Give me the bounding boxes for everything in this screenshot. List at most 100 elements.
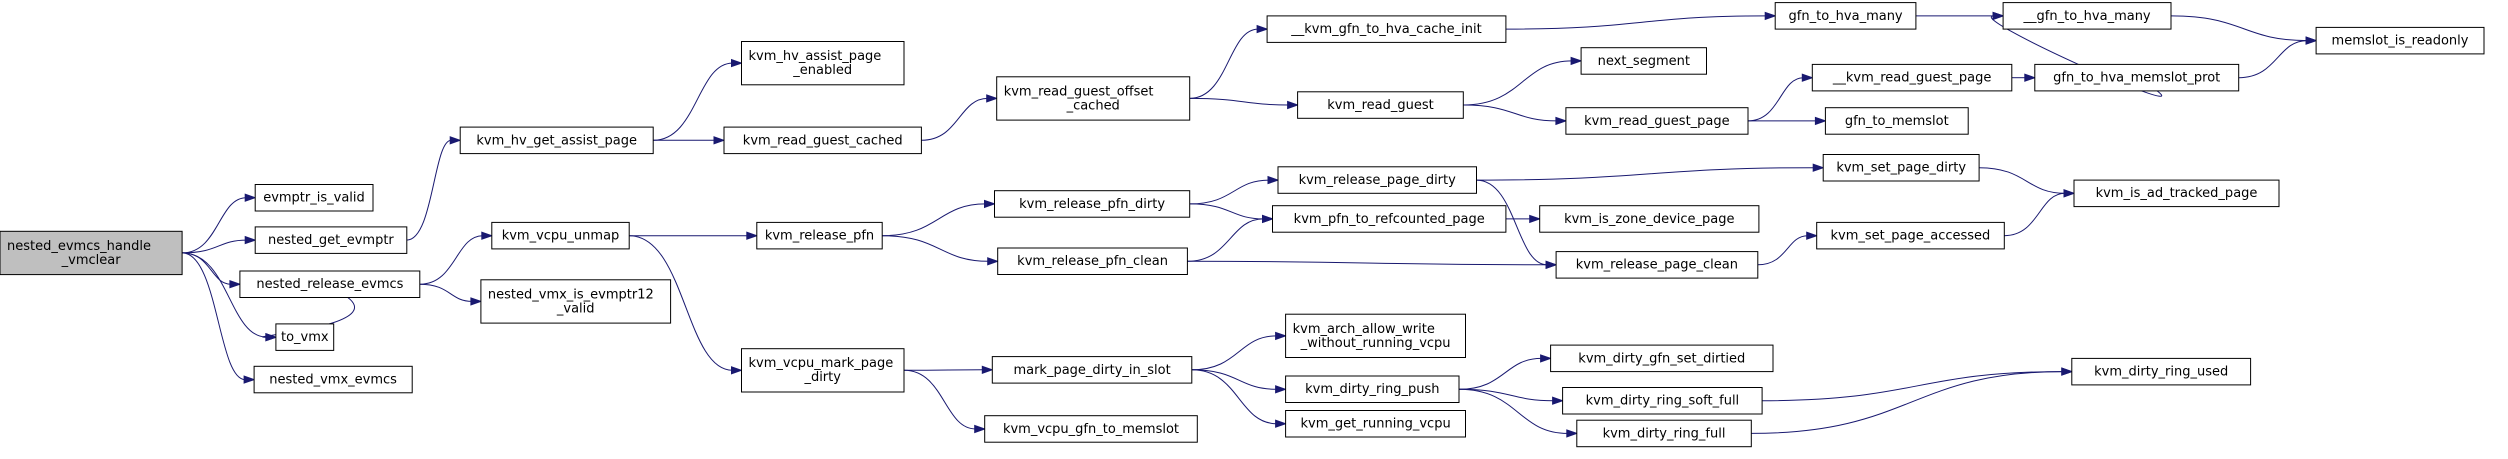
arrowhead: [1552, 396, 1565, 405]
edge-kvm-release-pfn-to-kvm-release-pfn-clean: [882, 235, 1000, 266]
edge-kvm-release-pfn-dirty-to-kvm-pfn-to-refcounted-page: [1189, 203, 1275, 224]
node-box: [1555, 251, 1759, 279]
node-box: [1277, 166, 1477, 194]
node-label: kvm_read_guest_offset: [1004, 84, 1154, 99]
edge-gfn-to-hva-many-to-gfn-to-hva-many: [1915, 11, 2005, 21]
arrowhead: [987, 257, 1000, 266]
node-root[interactable]: nested_evmcs_handle_vmclear: [0, 230, 183, 276]
edge-line: [1189, 28, 1259, 99]
node-evmptr-is-valid[interactable]: evmptr_is_valid: [254, 184, 374, 212]
edge-line: [653, 62, 733, 141]
edge-mark-page-dirty-in-slot-to-kvm-get-running-vcpu: [1191, 369, 1288, 428]
node-gfn-to-hva-many[interactable]: __gfn_to_hva_many: [2002, 2, 2172, 30]
node-kvm-release-page-dirty[interactable]: kvm_release_page_dirty: [1277, 166, 1477, 194]
node-kvm-is-zone-device-page[interactable]: kvm_is_zone_device_page: [1539, 205, 1760, 233]
edge-root-to-evmptr-is-valid: [182, 193, 257, 254]
arrowhead: [1275, 385, 1288, 394]
node-box: [1285, 313, 1466, 359]
node-label: _dirty: [803, 370, 841, 385]
arrowhead: [470, 297, 483, 306]
node-kvm-pfn-to-refcounted-page[interactable]: kvm_pfn_to_refcounted_page: [1272, 205, 1507, 233]
node-label: kvm_release_pfn_clean: [1017, 254, 1168, 269]
node-label: kvm_read_guest: [1327, 98, 1434, 113]
node-kvm-read-guest[interactable]: kvm_read_guest: [1297, 91, 1464, 119]
edge-kvm-release-page-dirty-to-kvm-set-page-dirty: [1476, 163, 1825, 181]
node-kvm-hv-assist-page-enabled[interactable]: kvm_hv_assist_page_enabled: [741, 41, 905, 86]
edge-line: [406, 139, 452, 241]
arrowhead: [1275, 331, 1288, 341]
node-nested-vmx-evmcs[interactable]: nested_vmx_evmcs: [253, 365, 413, 394]
node-box: [1297, 91, 1464, 119]
node-box: [253, 365, 413, 394]
node-label: gfn_to_memslot: [1845, 114, 1949, 129]
node-memslot-is-readonly[interactable]: memslot_is_readonly: [2315, 26, 2485, 55]
node-kvm-dirty-gfn-set-dirtied[interactable]: kvm_dirty_gfn_set_dirtied: [1550, 344, 1774, 373]
node-box: [491, 221, 630, 250]
node-gfn-to-hva-memslot-prot[interactable]: gfn_to_hva_memslot_prot: [2034, 63, 2240, 92]
node-next-segment[interactable]: next_segment: [1580, 47, 1707, 75]
node-nested-get-evmptr[interactable]: nested_get_evmptr: [254, 226, 408, 254]
node-box: [1550, 344, 1774, 373]
edge-kvm-read-guest-cached-to-kvm-read-guest-offset-cached: [921, 94, 999, 141]
node-kvm-set-page-accessed[interactable]: kvm_set_page_accessed: [1816, 221, 2005, 250]
node-label: kvm_release_pfn: [765, 229, 874, 244]
node-kvm-dirty-ring-push[interactable]: kvm_dirty_ring_push: [1285, 375, 1460, 403]
node-box: [1811, 63, 2013, 92]
node-gfn-to-hva-many[interactable]: gfn_to_hva_many: [1774, 2, 1917, 30]
edge-line: [182, 197, 247, 254]
node-kvm-dirty-ring-soft-full[interactable]: kvm_dirty_ring_soft_full: [1562, 387, 1763, 415]
arrowhead: [1529, 214, 1542, 224]
edge-line: [903, 369, 984, 371]
edge-kvm-release-pfn-clean-to-kvm-release-page-clean: [1187, 260, 1558, 270]
node-box: [1816, 221, 2005, 250]
node-box: [1562, 387, 1763, 415]
node-kvm-release-pfn[interactable]: kvm_release_pfn: [756, 221, 883, 250]
node-kvm-release-pfn-dirty[interactable]: kvm_release_pfn_dirty: [994, 190, 1191, 218]
node-kvm-hv-get-assist-page[interactable]: kvm_hv_get_assist_page: [459, 126, 654, 155]
node-kvm-release-page-clean[interactable]: kvm_release_page_clean: [1555, 251, 1759, 279]
edge-line: [1191, 369, 1277, 425]
node-kvm-dirty-ring-used[interactable]: kvm_dirty_ring_used: [2071, 357, 2252, 386]
node-kvm-read-guest-page[interactable]: __kvm_read_guest_page: [1811, 63, 2013, 92]
edge-root-to-nested-release-evmcs: [182, 252, 242, 289]
arrowhead: [1540, 354, 1553, 363]
node-kvm-vcpu-unmap[interactable]: kvm_vcpu_unmap: [491, 221, 630, 250]
node-kvm-set-page-dirty[interactable]: kvm_set_page_dirty: [1822, 154, 1980, 182]
edge-line: [1189, 97, 1289, 106]
node-kvm-arch-allow-write-without-running-vcpu[interactable]: kvm_arch_allow_write_without_running_vcp…: [1285, 313, 1466, 359]
node-kvm-read-guest-cached[interactable]: kvm_read_guest_cached: [723, 126, 922, 155]
node-kvm-read-guest-page[interactable]: kvm_read_guest_page: [1565, 107, 1749, 135]
node-box: [254, 184, 374, 212]
edge-kvm-release-pfn-dirty-to-kvm-release-page-dirty: [1189, 175, 1280, 205]
node-kvm-is-ad-tracked-page[interactable]: kvm_is_ad_tracked_page: [2073, 179, 2280, 208]
edge-line: [1463, 104, 1557, 122]
edge-line: [1458, 388, 1554, 402]
node-kvm-read-guest-offset-cached[interactable]: kvm_read_guest_offset_cached: [996, 76, 1191, 121]
edge-line: [1189, 203, 1264, 220]
node-box: [994, 190, 1191, 218]
edge-line: [2238, 40, 2308, 79]
node-box: [480, 279, 672, 324]
edge-line: [1476, 167, 1815, 181]
node-kvm-get-running-vcpu[interactable]: kvm_get_running_vcpu: [1285, 410, 1466, 438]
edge-nested-release-evmcs-to-nested-vmx-is-evmptr12-valid: [419, 283, 483, 306]
node-gfn-to-memslot[interactable]: gfn_to_memslot: [1824, 107, 1969, 135]
node-to-vmx[interactable]: to_vmx: [275, 323, 335, 351]
node-box: [1580, 47, 1707, 75]
edge-kvm-release-pfn-clean-to-kvm-pfn-to-refcounted-page: [1187, 214, 1275, 262]
edge-line: [882, 203, 986, 237]
node-kvm-gfn-to-hva-cache-init[interactable]: __kvm_gfn_to_hva_cache_init: [1266, 15, 1507, 43]
node-label: _valid: [556, 301, 595, 316]
edge-kvm-read-guest-offset-cached-to-kvm-read-guest: [1189, 97, 1300, 110]
edge-line: [2171, 15, 2308, 42]
node-mark-page-dirty-in-slot[interactable]: mark_page_dirty_in_slot: [991, 356, 1193, 384]
arrowhead: [1566, 429, 1579, 438]
node-kvm-vcpu-mark-page-dirty[interactable]: kvm_vcpu_mark_page_dirty: [741, 348, 905, 393]
arrowhead: [1287, 100, 1300, 110]
node-nested-vmx-is-evmptr12-valid[interactable]: nested_vmx_is_evmptr12_valid: [480, 279, 672, 324]
node-kvm-release-pfn-clean[interactable]: kvm_release_pfn_clean: [997, 247, 1188, 275]
node-kvm-vcpu-gfn-to-memslot[interactable]: kvm_vcpu_gfn_to_memslot: [984, 415, 1198, 443]
node-kvm-dirty-ring-full[interactable]: kvm_dirty_ring_full: [1576, 419, 1752, 448]
node-nested-release-evmcs[interactable]: nested_release_evmcs: [239, 270, 421, 298]
